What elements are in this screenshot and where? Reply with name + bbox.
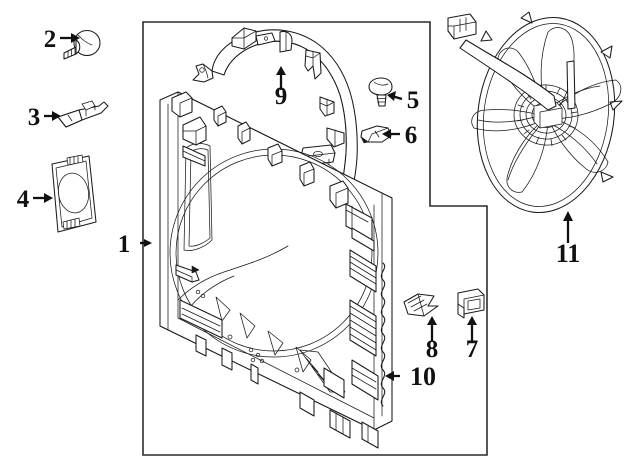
part-6-spring-clip-nut — [360, 125, 392, 144]
callout-label-4: 4 — [17, 186, 30, 213]
assembly-group-outline — [142, 21, 488, 456]
callout-label-7: 7 — [466, 336, 479, 363]
part-7-wiring-harness-clip — [457, 288, 485, 319]
part-1-fan-shroud-main-frame — [159, 91, 393, 449]
leader-1 — [140, 239, 152, 247]
callout-label-3: 3 — [28, 104, 41, 131]
callout-label-10: 10 — [410, 362, 436, 391]
part-9-upper-air-guide-duct — [192, 27, 364, 204]
part-11-cooling-fan-blade-assembly — [447, 11, 623, 214]
callout-label-11: 11 — [556, 239, 581, 268]
callout-label-9: 9 — [275, 83, 288, 110]
leader-6 — [382, 129, 400, 139]
callout-label-5: 5 — [407, 87, 420, 114]
callout-label-2: 2 — [44, 26, 57, 53]
part-5-hex-head-mounting-bolt — [368, 77, 393, 107]
leader-7 — [467, 316, 477, 342]
part-10-side-air-seal-strip — [380, 262, 386, 407]
leader-8 — [427, 316, 437, 342]
part-8-flat-retainer-clip — [403, 293, 439, 317]
part-2-push-pin-retainer-screw — [63, 29, 101, 60]
callout-label-1: 1 — [118, 231, 131, 258]
leader-5 — [387, 91, 403, 101]
leader-3 — [44, 111, 61, 121]
leader-11 — [563, 211, 573, 243]
leader-2 — [60, 33, 80, 43]
callout-label-6: 6 — [405, 122, 418, 149]
callout-label-8: 8 — [426, 336, 439, 363]
part-3-wedge-clip-bracket — [57, 100, 109, 128]
leader-10 — [385, 371, 400, 381]
leader-4 — [33, 193, 53, 203]
part-4-shroud-access-cover-plate — [51, 154, 97, 233]
leader-9 — [276, 66, 286, 90]
